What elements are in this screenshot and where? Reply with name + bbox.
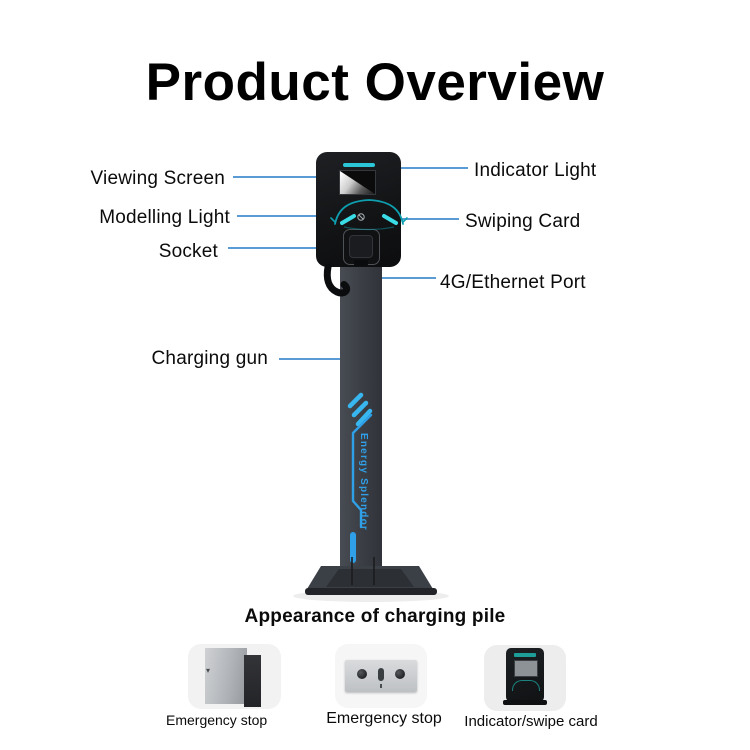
label-indicator-light: Indicator Light — [474, 160, 597, 181]
mini-indicator-bar — [514, 653, 536, 657]
screen-glare — [340, 171, 375, 194]
socket-center-pin — [378, 668, 384, 681]
socket-hole-left — [357, 669, 367, 679]
4g-ethernet-callout-line — [362, 277, 436, 279]
viewing-screen — [339, 170, 376, 195]
charging-gun-callout-line — [279, 358, 349, 360]
label-socket: Socket — [158, 241, 218, 262]
socket-face-plate — [345, 660, 417, 692]
base-plate — [307, 566, 433, 589]
label-charging-gun: Charging gun — [151, 348, 268, 369]
mini-pile-base — [503, 700, 547, 705]
charging-socket-inner — [349, 235, 373, 258]
mini-charging-pile — [503, 648, 547, 705]
indicator-light-bar — [343, 163, 375, 167]
mini-screen — [514, 660, 538, 677]
thumb-indicator-swipe-card — [484, 645, 566, 711]
modelling-light-callout-line — [237, 215, 331, 217]
page-title: Product Overview — [145, 53, 605, 112]
thumb-emergency-stop-1: ▾ — [188, 644, 281, 709]
emergency-stop-mark-icon: ▾ — [206, 666, 211, 675]
label-4g-ethernet-port: 4G/Ethernet Port — [440, 272, 586, 293]
socket-callout-line — [228, 247, 356, 249]
label-swiping-card: Swiping Card — [465, 211, 581, 232]
label-viewing-screen: Viewing Screen — [90, 168, 225, 189]
viewing-screen-callout-line — [233, 176, 339, 178]
caption-indicator-swipe-card: Indicator/swipe card — [464, 713, 598, 730]
socket-pin-dot — [380, 684, 382, 688]
appearance-section-heading: Appearance of charging pile — [244, 606, 506, 627]
base-rim — [305, 588, 437, 595]
thumb-emergency-stop-2 — [335, 644, 427, 708]
mini-car-outline — [512, 680, 540, 691]
swiping-card-callout-line — [363, 218, 459, 220]
caption-emergency-stop-1: Emergency stop — [166, 712, 268, 728]
emergency-stop-strip — [244, 655, 261, 707]
base-shadow — [293, 590, 449, 602]
caption-emergency-stop-2: Emergency stop — [326, 710, 442, 727]
emergency-stop-plate — [205, 648, 247, 704]
pole-brand-text: Energy Splendor — [358, 433, 369, 532]
base-plate-inner — [326, 569, 414, 587]
indicator-light-callout-line — [384, 167, 468, 169]
label-modelling-light: Modelling Light — [99, 207, 230, 228]
socket-hole-right — [395, 669, 405, 679]
socket-latch — [354, 260, 368, 266]
